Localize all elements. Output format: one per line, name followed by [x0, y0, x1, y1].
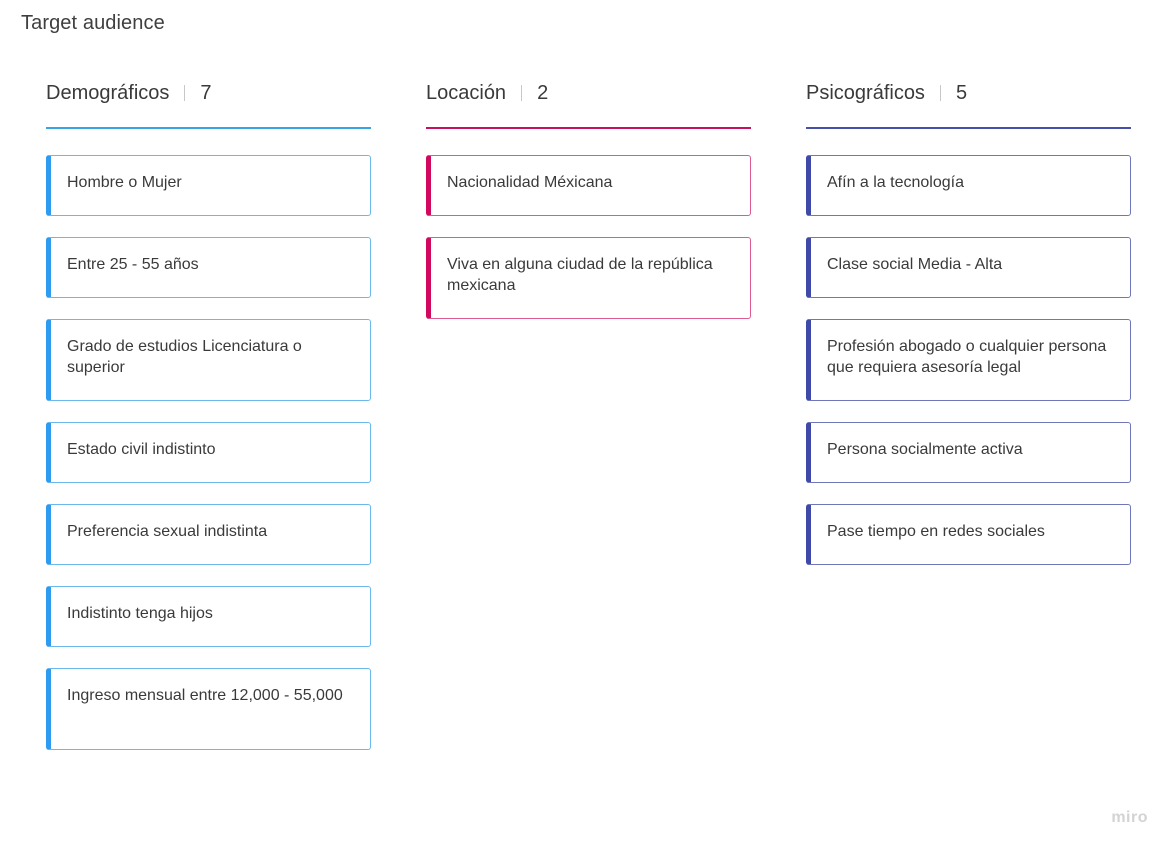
column-demograficos: Demográficos 7 Hombre o Mujer Entre 25 -… — [46, 78, 371, 771]
column-header-divider — [521, 85, 523, 101]
column-title: Demográficos — [46, 81, 170, 104]
card[interactable]: Persona socialmente activa — [806, 422, 1131, 483]
card-text: Ingreso mensual entre 12,000 - 55,000 — [67, 687, 343, 704]
card[interactable]: Clase social Media - Alta — [806, 237, 1131, 298]
column-underline — [426, 127, 751, 129]
column-card-count: 7 — [200, 81, 212, 104]
card[interactable]: Afín a la tecnología — [806, 155, 1131, 216]
column-underline — [806, 127, 1131, 129]
card-text: Persona socialmente activa — [827, 441, 1023, 458]
card[interactable]: Indistinto tenga hijos — [46, 586, 371, 647]
column-card-count: 5 — [955, 81, 968, 104]
card-text: Hombre o Mujer — [67, 174, 182, 191]
card[interactable]: Pase tiempo en redes sociales — [806, 504, 1131, 565]
card[interactable]: Nacionalidad Méxicana — [426, 155, 751, 216]
column-locacion: Locación 2 Nacionalidad Méxicana Viva en… — [426, 78, 751, 340]
card-text: Profesión abogado o cualquier persona qu… — [827, 338, 1107, 376]
board-title: Target audience — [21, 12, 165, 34]
card-list: Hombre o Mujer Entre 25 - 55 años Grado … — [46, 155, 371, 750]
column-header[interactable]: Locación 2 — [426, 78, 751, 129]
card-text: Clase social Media - Alta — [827, 256, 1003, 273]
card-text: Preferencia sexual indistinta — [67, 523, 268, 540]
column-title: Psicográficos — [806, 81, 925, 104]
column-header[interactable]: Demográficos 7 — [46, 78, 371, 129]
card-list: Afín a la tecnología Clase social Media … — [806, 155, 1131, 565]
card[interactable]: Grado de estudios Licenciatura o superio… — [46, 319, 371, 401]
card-text: Pase tiempo en redes sociales — [827, 523, 1045, 540]
column-header-divider — [184, 85, 186, 101]
column-header[interactable]: Psicográficos 5 — [806, 78, 1131, 129]
card-text: Estado civil indistinto — [67, 441, 216, 458]
card[interactable]: Viva en alguna ciudad de la república me… — [426, 237, 751, 319]
card[interactable]: Ingreso mensual entre 12,000 - 55,000 — [46, 668, 371, 750]
card[interactable]: Estado civil indistinto — [46, 422, 371, 483]
card[interactable]: Hombre o Mujer — [46, 155, 371, 216]
card-text: Grado de estudios Licenciatura o superio… — [67, 338, 302, 376]
card-text: Indistinto tenga hijos — [67, 605, 213, 622]
card[interactable]: Profesión abogado o cualquier persona qu… — [806, 319, 1131, 401]
card-list: Nacionalidad Méxicana Viva en alguna ciu… — [426, 155, 751, 319]
card-text: Viva en alguna ciudad de la república me… — [447, 256, 713, 294]
column-underline — [46, 127, 371, 129]
card[interactable]: Entre 25 - 55 años — [46, 237, 371, 298]
card[interactable]: Preferencia sexual indistinta — [46, 504, 371, 565]
column-title: Locación — [426, 81, 507, 104]
card-text: Afín a la tecnología — [827, 174, 964, 191]
card-text: Entre 25 - 55 años — [67, 256, 199, 273]
column-psicograficos: Psicográficos 5 Afín a la tecnología Cla… — [806, 78, 1131, 586]
column-header-divider — [939, 85, 941, 101]
miro-logo: miro — [1111, 809, 1148, 826]
card-text: Nacionalidad Méxicana — [447, 174, 613, 191]
column-card-count: 2 — [537, 81, 549, 104]
